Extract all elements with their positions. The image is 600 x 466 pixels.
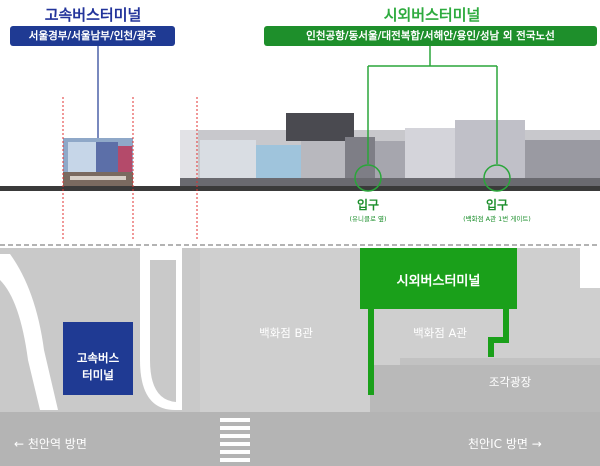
direction-left: ← 천안역 방면 <box>14 437 87 451</box>
intercity-path-left <box>368 309 374 395</box>
intercity-path-right <box>503 309 509 343</box>
intercity-terminal-box <box>360 248 517 309</box>
express-terminal-title: 고속버스터미널 <box>44 6 142 24</box>
express-map-label-line1: 고속버스 <box>76 351 120 365</box>
bottom-road <box>0 412 600 466</box>
entrance-2-sub: (백화점 A관 1번 게이트) <box>463 215 531 223</box>
dept-b-label: 백화점 B관 <box>259 326 313 340</box>
entrance-1-label: 입구 <box>356 198 380 212</box>
entrance-1-sub: (유니클로 옆) <box>349 215 387 223</box>
express-routes-badge: 서울경부/서울남부/인천/광주 <box>10 26 175 46</box>
express-map-label-line2: 터미널 <box>82 368 114 382</box>
intercity-map-label: 시외버스터미널 <box>396 274 481 289</box>
crosswalk <box>220 418 250 462</box>
express-terminal-box <box>63 322 133 395</box>
department-store-building <box>180 113 600 186</box>
plaza-label: 조각광장 <box>488 375 532 389</box>
plaza-area <box>370 365 600 412</box>
site-map <box>0 240 600 466</box>
direction-right: 천안IC 방면 → <box>468 437 542 451</box>
intercity-terminal-title: 시외버스터미널 <box>383 6 481 24</box>
express-terminal-building <box>63 138 133 186</box>
map-edge <box>580 248 600 288</box>
ground-line <box>0 186 600 191</box>
building-illustration <box>0 46 600 240</box>
dept-a-label: 백화점 A관 <box>413 326 467 340</box>
intercity-connector <box>354 46 511 192</box>
express-map-label: 고속버스 터미널 <box>63 350 133 384</box>
entrance-2-label: 입구 <box>485 198 509 212</box>
intercity-routes-badge: 인천공항/동서울/대전복합/서해안/용인/성남 외 전국노선 <box>264 26 597 46</box>
